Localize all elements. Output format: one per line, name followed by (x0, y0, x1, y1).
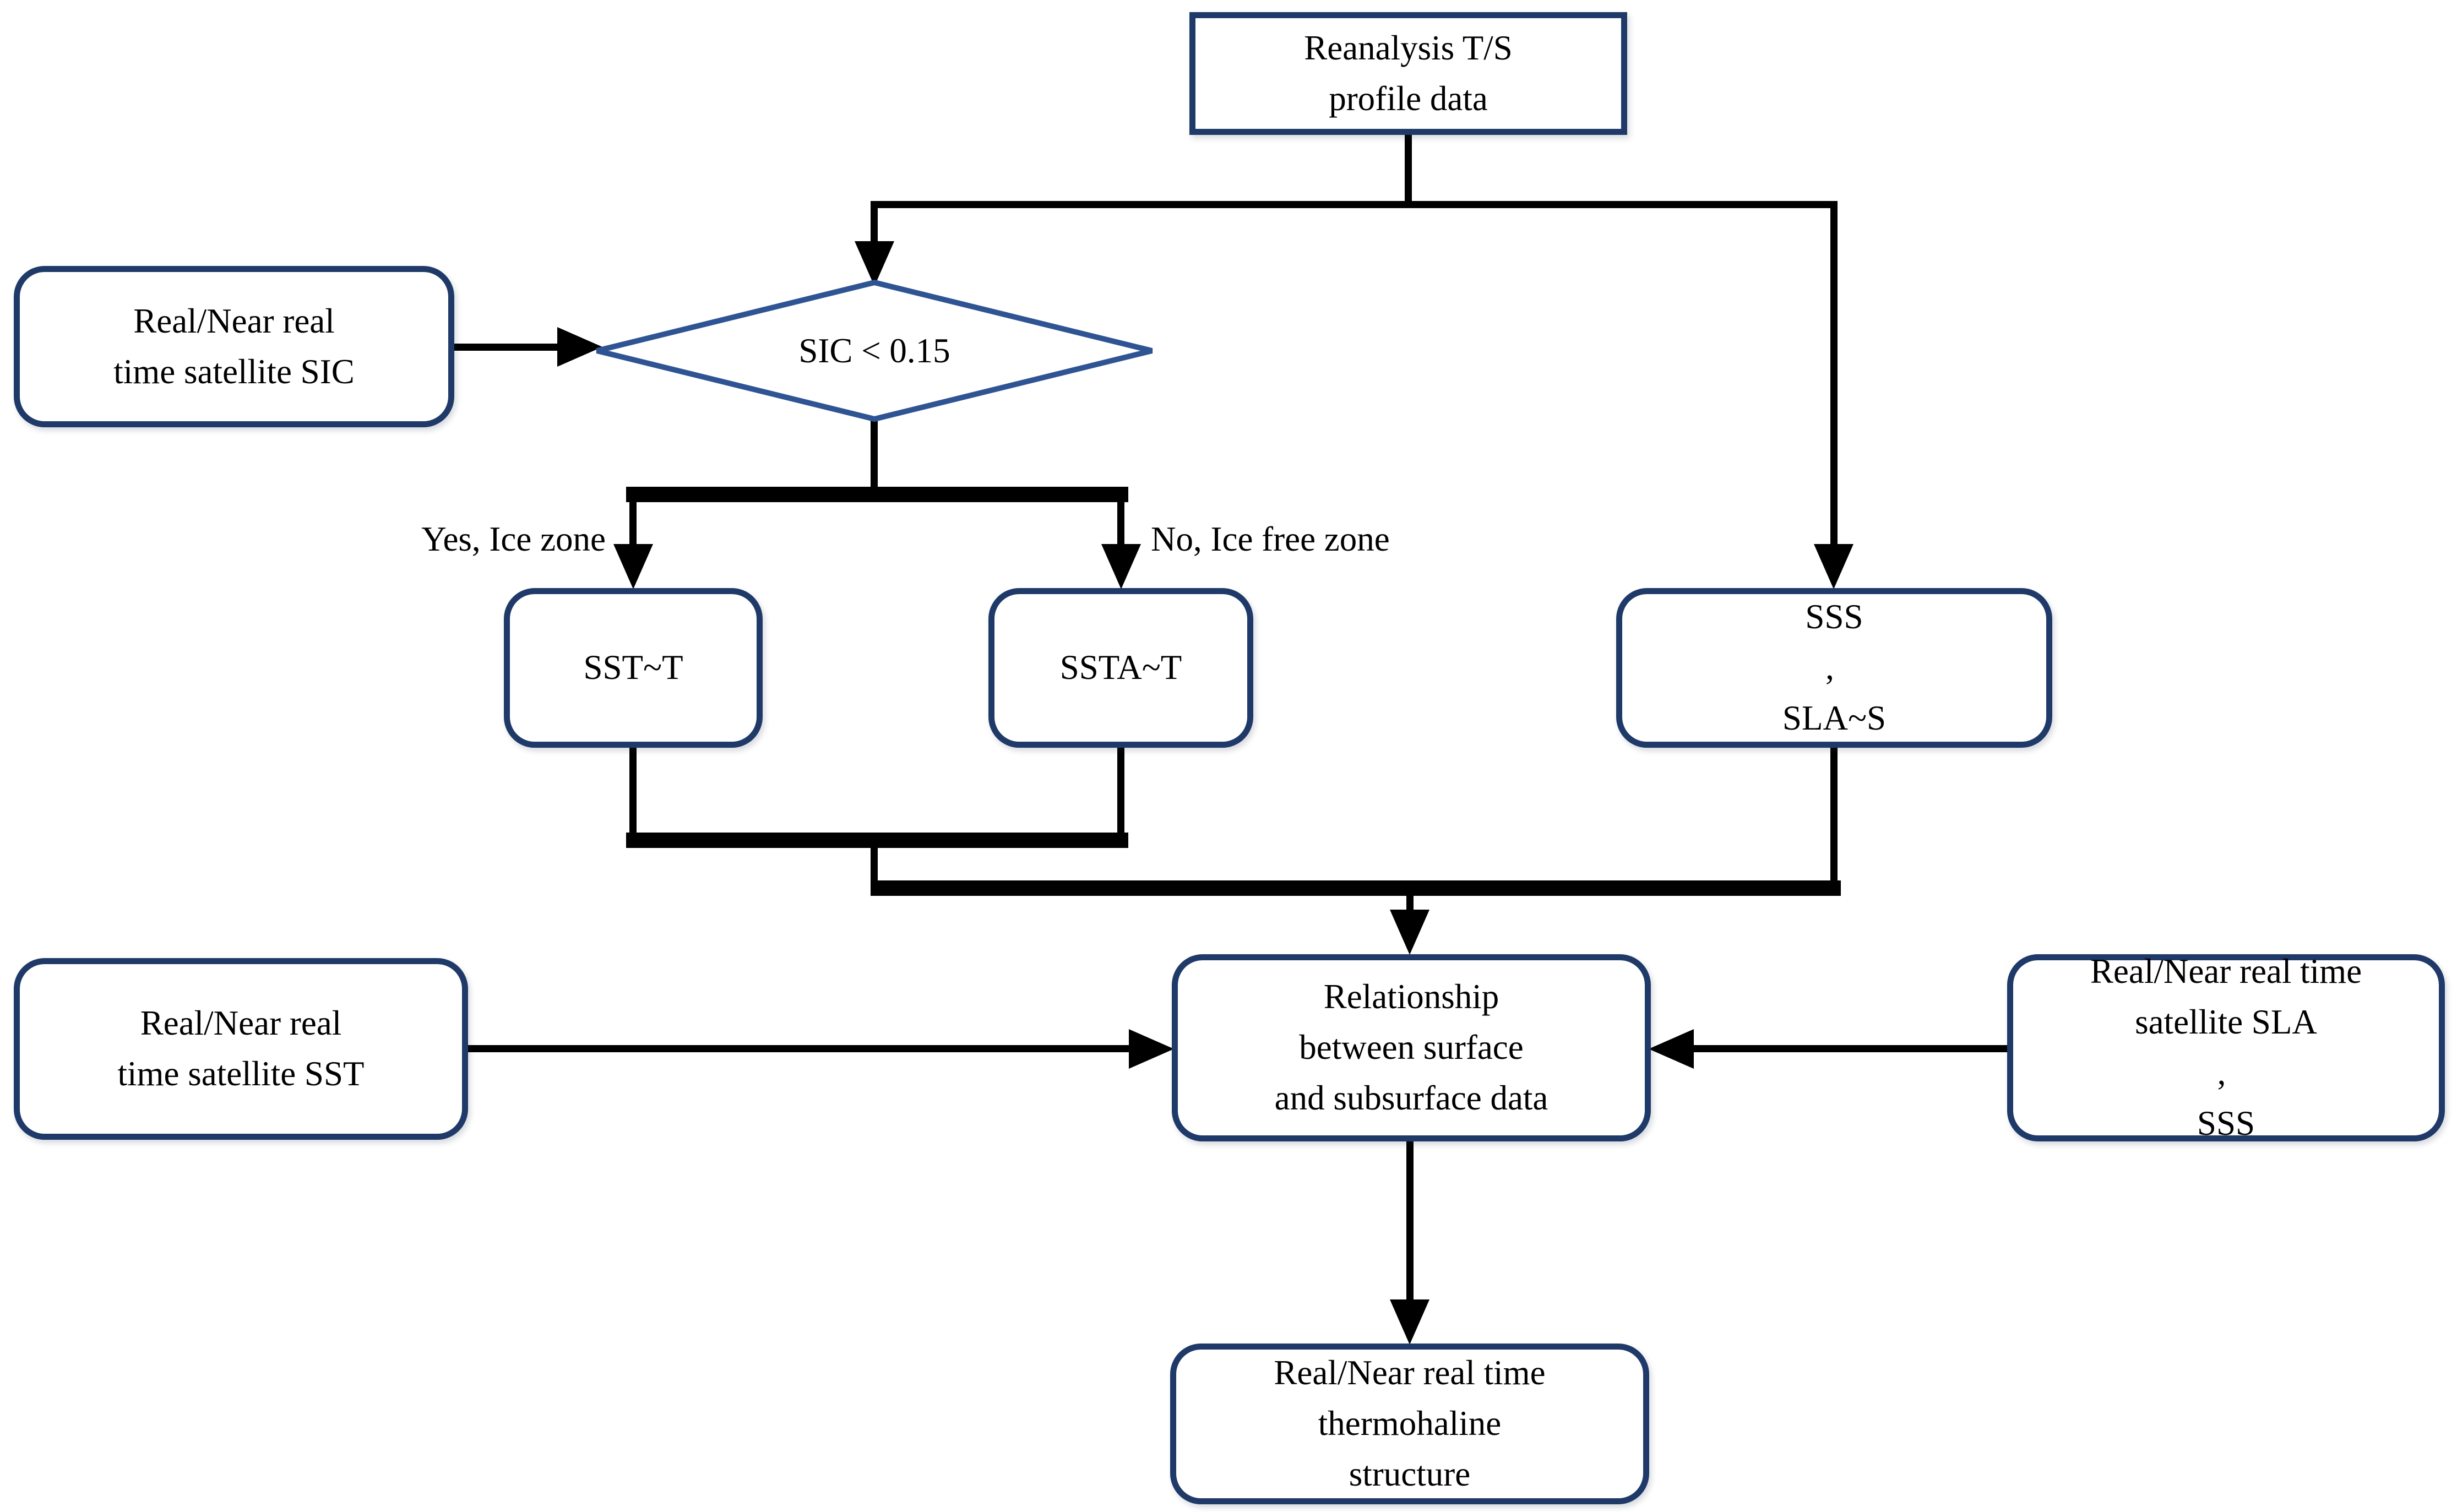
connector-top-junction-bar (871, 201, 1838, 208)
node-text-line: SSTA~T (1059, 648, 1182, 687)
node-text-line: structure (1349, 1454, 1471, 1493)
connector-ssta-t-down (1117, 743, 1124, 834)
node-text-line: Real/Near real time (1274, 1353, 1546, 1393)
connector-sst-t-down (629, 743, 637, 834)
node-text-line: time satellite SIC (113, 352, 355, 391)
node-relationship: Relationship between surface and subsurf… (1172, 954, 1651, 1141)
node-text-line: thermohaline (1318, 1404, 1502, 1443)
node-satellite-sic: Real/Near real time satellite SIC (14, 266, 454, 427)
node-text-line: between surface (1299, 1028, 1524, 1067)
arrowhead-into-sss-sla (1814, 544, 1853, 589)
connector-diamond-down (871, 412, 878, 502)
node-text-line: Real/Near real (133, 301, 335, 340)
node-sss-sla-s: SSS,SLA~S (1616, 588, 2052, 748)
arrowhead-into-diamond-left (557, 327, 602, 367)
connector-join-down (871, 833, 878, 896)
connector-sla-sss-to-relationship (1692, 1045, 2010, 1052)
node-text-line: satellite SLA,SSS (2135, 1003, 2317, 1143)
node-sic-decision-diamond (594, 279, 1155, 422)
connector-junction-to-sss-sla (1830, 201, 1838, 545)
diamond-outline (596, 279, 1153, 422)
sic-decision-label: SIC < 0.15 (798, 331, 950, 370)
node-text-line: SST~T (583, 648, 683, 687)
connector-sic-to-diamond (449, 344, 559, 351)
node-ssta-t: SSTA~T (988, 588, 1253, 748)
node-satellite-sst: Real/Near real time satellite SST (14, 958, 468, 1140)
node-text-line: Real/Near real (140, 1004, 342, 1043)
node-text-line: profile data (1329, 79, 1488, 118)
node-sst-t: SST~T (504, 588, 763, 748)
branch-label-yes-ice-zone: Yes, Ice zone (421, 520, 606, 558)
node-reanalysis-ts-profile: Reanalysis T/S profile data (1189, 12, 1627, 135)
join-bar-main (871, 880, 1841, 896)
arrowhead-into-relationship-left (1129, 1029, 1174, 1069)
arrowhead-into-relationship-right (1649, 1029, 1694, 1069)
node-thermohaline-structure: Real/Near real time thermohaline structu… (1170, 1344, 1649, 1504)
connector-junction-to-diamond (871, 201, 878, 245)
branch-split-bar (626, 487, 1128, 502)
connector-relationship-to-thermohaline (1406, 1139, 1414, 1304)
connector-reanalysis-down (1405, 132, 1412, 208)
connector-to-relationship (1406, 880, 1414, 913)
arrowhead-into-thermohaline (1390, 1299, 1429, 1345)
node-text-line: Reanalysis T/S (1304, 28, 1513, 67)
branch-label-no-ice-free-zone: No, Ice free zone (1151, 520, 1390, 558)
node-text-line: Relationship (1323, 977, 1499, 1016)
arrowhead-into-relationship-top (1390, 910, 1429, 955)
arrowhead-into-diamond (855, 241, 894, 286)
node-text-line: time satellite SST (117, 1054, 365, 1093)
arrowhead-into-ssta-t (1101, 544, 1141, 589)
node-text-line: SSS,SLA~S (1782, 597, 1887, 737)
diamond-shape (596, 279, 1153, 422)
node-satellite-sla-sss: Real/Near real time satellite SLA,SSS (2007, 952, 2445, 1143)
node-text-line: Real/Near real time (2090, 952, 2362, 991)
connector-yes-branch (629, 487, 637, 547)
arrowhead-into-sst-t (613, 544, 653, 589)
node-text-line: and subsurface data (1274, 1078, 1548, 1117)
connector-no-branch (1117, 487, 1124, 547)
connector-sss-sla-down (1830, 743, 1838, 896)
connector-sst-to-relationship (463, 1045, 1131, 1052)
